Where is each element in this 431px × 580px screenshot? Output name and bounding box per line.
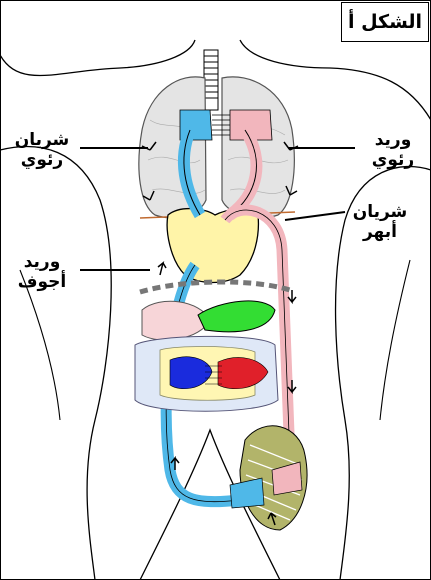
label-vena-cava-line2: أجوف — [2, 272, 82, 292]
muscle-capillaries-blue — [230, 478, 264, 508]
label-vena-cava-line1: وريد — [2, 252, 82, 272]
label-pulmonary-artery-line1: شريان — [2, 130, 82, 150]
label-aorta: شريان أبهر — [340, 202, 420, 242]
label-pulmonary-vein-line2: رئوي — [355, 150, 431, 170]
label-aorta-line2: أبهر — [340, 222, 420, 242]
label-pulmonary-vein: وريد رئوي — [355, 130, 431, 170]
label-pulmonary-artery-line2: رئوي — [2, 150, 82, 170]
abdominal-divider — [140, 282, 290, 292]
figure-label: الشكل أ — [341, 2, 429, 42]
stomach — [198, 301, 275, 332]
body-outline — [0, 40, 195, 75]
label-aorta-line1: شريان — [340, 202, 420, 222]
trachea — [204, 50, 218, 110]
label-pulmonary-vein-line1: وريد — [355, 130, 431, 150]
aorta-pointer — [285, 212, 345, 220]
body-outline — [0, 147, 111, 580]
label-vena-cava: وريد أجوف — [2, 252, 82, 292]
liver — [142, 301, 210, 340]
heart — [167, 209, 258, 283]
label-pulmonary-artery: شريان رئوي — [2, 130, 82, 170]
